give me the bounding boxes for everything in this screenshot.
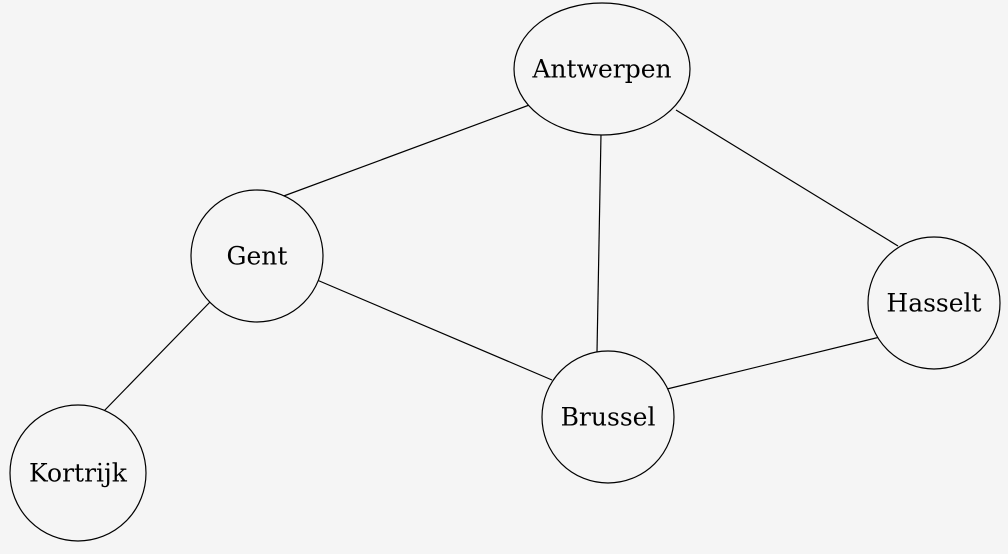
nodes: Antwerpen Gent Hasselt Brussel Kortrijk (9, 2, 1001, 542)
node-brussel-label: Brussel (561, 403, 656, 432)
node-brussel: Brussel (541, 350, 675, 484)
node-antwerpen-label: Antwerpen (531, 55, 671, 84)
edge-antwerpen-hasselt (675, 109, 899, 247)
node-kortrijk: Kortrijk (9, 404, 147, 542)
edge-antwerpen-brussel (596, 133, 602, 353)
node-gent: Gent (190, 189, 324, 323)
edge-gent-brussel (316, 279, 553, 381)
node-hasselt-shape (867, 236, 1001, 370)
node-gent-label: Gent (227, 242, 288, 271)
node-hasselt: Hasselt (867, 236, 1001, 370)
node-antwerpen: Antwerpen (513, 2, 691, 136)
edge-gent-kortrijk (102, 300, 212, 413)
node-kortrijk-shape (9, 404, 147, 542)
node-brussel-shape (541, 350, 675, 484)
node-kortrijk-label: Kortrijk (29, 459, 128, 488)
node-antwerpen-shape (513, 2, 691, 136)
node-gent-shape (190, 189, 324, 323)
edge-brussel-hasselt (666, 336, 881, 390)
edge-antwerpen-gent (280, 103, 533, 198)
edges (102, 103, 899, 413)
node-hasselt-label: Hasselt (886, 289, 981, 318)
